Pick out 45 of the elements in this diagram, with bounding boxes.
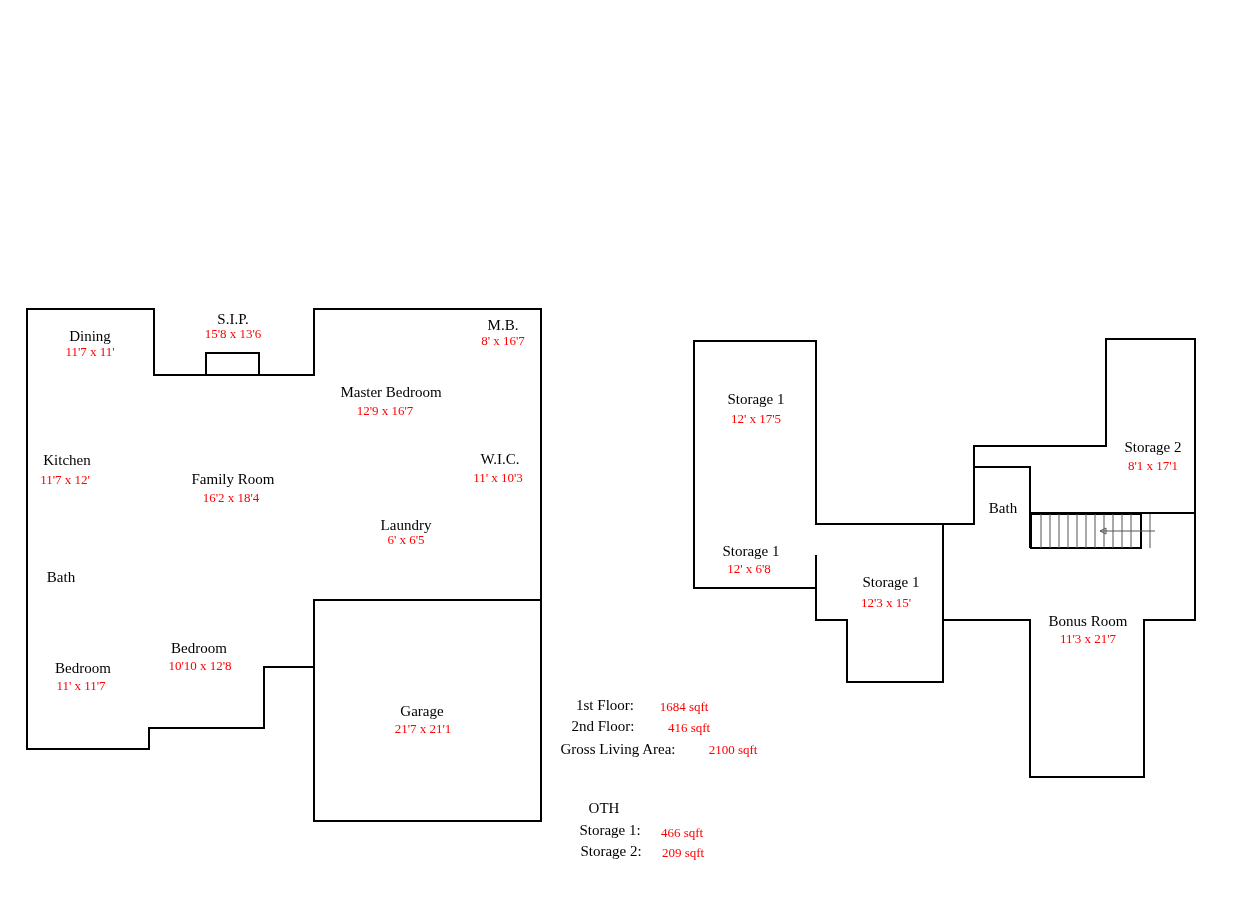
room-label: S.I.P. [217,311,249,327]
room-dimension: 12' x 6'8 [727,561,771,575]
area-value: 209 sqft [661,845,705,859]
room-label: Laundry [380,517,432,533]
room-dimension: 16'2 x 18'4 [202,490,260,504]
area-value: 466 sqft [660,825,704,839]
room-dimension: 11'3 x 21'7 [1059,631,1117,645]
room-label: Kitchen [43,452,91,468]
room-dimension: 11' x 11'7 [56,678,106,692]
room-dimension: 8'1 x 17'1 [1127,458,1179,472]
room-label: Storage 1 [722,543,780,559]
room-label: Storage 1 [727,391,785,407]
room-label: Bonus Room [1048,613,1128,629]
room-dimension: 11'7 x 12' [40,472,90,486]
room-label: Storage 1 [862,574,920,590]
room-dimension: 11' x 10'3 [473,470,523,484]
room-label: M.B. [487,317,519,333]
room-label: Bath [988,500,1018,516]
room-dimension: 15'8 x 13'6 [204,326,262,340]
room-label: W.I.C. [480,451,520,467]
room-label: Master Bedroom [340,384,442,400]
area-label: Storage 2: [580,843,642,859]
room-dimension: 6' x 6'5 [387,532,425,546]
area-label: 1st Floor: [576,697,634,713]
room-label: Storage 2 [1124,439,1182,455]
room-label: Bedroom [55,660,111,676]
area-value: 2100 sqft [708,742,758,756]
room-label: Garage [400,703,444,719]
area-value: 1684 sqft [659,699,709,713]
area-label: Storage 1: [579,822,641,838]
room-dimension: 12'9 x 16'7 [356,403,414,417]
room-dimension: 10'10 x 12'8 [168,658,232,672]
room-dimension: 21'7 x 21'1 [394,721,452,735]
area-value: 416 sqft [667,720,711,734]
room-dimension: 12'3 x 15' [860,595,912,609]
room-label: Dining [69,328,111,344]
area-label: 2nd Floor: [571,718,635,734]
area-label: OTH [588,800,620,816]
room-dimension: 12' x 17'5 [730,411,782,425]
area-label: Gross Living Area: [560,741,676,757]
room-dimension: 8' x 16'7 [481,333,525,347]
room-label: Bath [46,569,76,585]
room-dimension: 11'7 x 11' [65,344,115,358]
room-label: Family Room [191,471,275,487]
room-label: Bedroom [171,640,227,656]
